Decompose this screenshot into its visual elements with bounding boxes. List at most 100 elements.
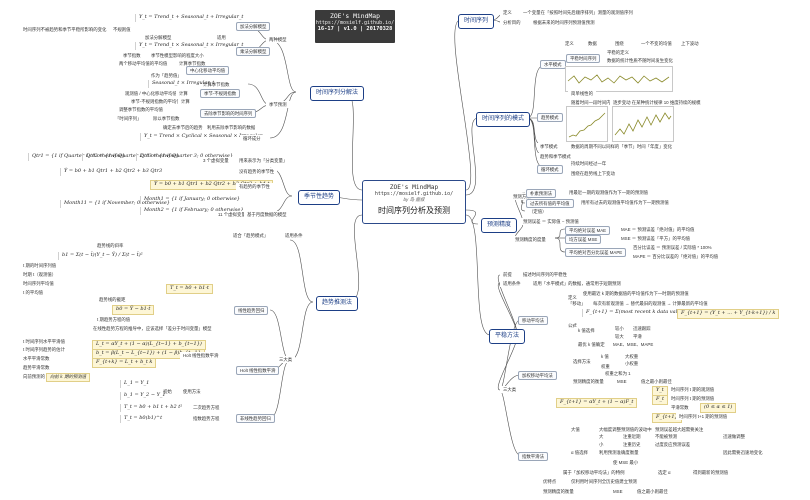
tr-cond: 三大类 (276, 356, 296, 364)
tr-holt-l: t 时间序列水平平滑值 (20, 338, 68, 346)
pattern-horizontal[interactable]: 水平模式 (540, 60, 566, 70)
pattern-h-stationary[interactable]: 平稳时间序列 (566, 54, 601, 64)
tr-lin-var-y: 时期 t（观测值） (20, 271, 60, 279)
st-wma-best2: MSE (614, 378, 630, 386)
dc-season-use: 季节预测 (266, 101, 290, 109)
dc-mul-note3: 两个移动平均值的平均值 (116, 60, 171, 68)
pattern-cycle[interactable]: 循环模式 (537, 165, 563, 175)
tr-holt-a: 水平平滑常数 (20, 355, 53, 363)
acc-mean-label[interactable]: 过去所有值的平均值 (526, 199, 574, 209)
st-es-a-t1: 注重近期 (620, 433, 644, 441)
st-k-large-text: 平滑 (630, 333, 645, 341)
dc-mul[interactable]: 乘法分解模型 (236, 47, 271, 57)
dc-ma-season5: 计算 (176, 90, 191, 98)
tr-lin[interactable]: 线性趋势回归 (234, 306, 269, 316)
sn-month-note: 11 个虚拟变量 (215, 211, 249, 219)
st-wma-w: 权重 (598, 363, 613, 371)
dc-ma-trend: 确定去季节后的趋势 (160, 124, 206, 132)
tr-holt[interactable]: Holt 线性指数平滑 (236, 366, 280, 376)
pattern-cycle-text2: 围绕在趋势线上下变动 (568, 170, 618, 178)
st-es-alpha-range: (0 ≤ α ≤ 1) (700, 403, 737, 413)
branch-stationary[interactable]: 平稳方法 (489, 329, 526, 344)
st-es-a2: 小 (596, 441, 607, 449)
pattern-cycle-text: 持续时间经过一年 (568, 160, 610, 168)
st-cond-text: 适用「水平模式」的数据，通常用于短期预测 (530, 280, 624, 288)
acc-error-def: 预测误差 ＝ 实际值 − 预测值 (520, 218, 582, 226)
dc-add-note2: 不规则值 (110, 26, 134, 34)
tr-nl-c1: L_1 = Y_1 (120, 380, 152, 388)
st-es-apply-t: 选定 α (655, 469, 674, 477)
st-es-note3: 因此需要迅速地变化 (720, 449, 766, 457)
st-es-a: 大 (596, 433, 607, 441)
branch-trend[interactable]: 趋势推测法 (316, 296, 359, 311)
tr-lin-var-n: t 的平均值 (20, 289, 47, 297)
dc-mul-note: 季节指数 (120, 52, 144, 60)
sn-month1: Month1 = {1 if January; 0 otherwise} (140, 196, 243, 204)
acc-naive-label[interactable]: 朴素预测法 (526, 189, 556, 199)
st-es-mse: 使 MSE 最小 (610, 459, 642, 467)
tr-lin-var-ybar: 时间序列平均值 (20, 280, 57, 288)
st-wma[interactable]: 加权移动平均法 (518, 371, 557, 381)
pattern-season[interactable]: 季节模式 (537, 143, 561, 151)
st-es-a-t2: 注重历史 (620, 441, 644, 449)
dc-ma-adj2[interactable]: 去除季节影响的时间序列 (200, 109, 257, 119)
tr-intro-t: 适用条件 (282, 232, 306, 240)
st-wma-best3: 值之最小则最佳 (638, 378, 675, 386)
acc-mse-label[interactable]: 均方误差 MSE (565, 235, 602, 245)
st-es[interactable]: 指数平滑法 (518, 452, 548, 462)
tr-lin-var-t: t 期的时间序列值 (20, 262, 60, 270)
dc-ma-cycle-formula: Y_t = Trend × Cyclical × Seasonal × Irre… (140, 133, 265, 141)
sn-formula2: Ŷ = b0 + b1 Qtr1 + b2 Qtr2 + b3 Qtr3 + b… (150, 180, 274, 190)
tr-holt-beta: 趋势平滑常数 (20, 364, 53, 372)
st-es-best2: MSE (610, 488, 626, 496)
pattern-trend[interactable]: 趋势模式 (537, 113, 563, 123)
acc-mae-label[interactable]: 平均绝对误差 MAE (565, 226, 611, 236)
acc-naive-text: 用最近一期的观测值作为下一期的预测值 (566, 189, 652, 197)
sn-q-def3: Qtr3 = {1 if Quarter 3; 0 otherwise} (136, 153, 236, 161)
tr-nl[interactable]: 非线性趋势回归 (236, 414, 275, 424)
tr-lin-note2: t 期趋势方程的值 (94, 316, 134, 324)
st-es-best3: 值之最小则最佳 (634, 488, 671, 496)
banner-url[interactable]: https://mosielf.github.io/ (315, 20, 395, 26)
pattern-h-data: 数据 (585, 40, 600, 48)
branch-decomposition[interactable]: 时间序列分解法 (310, 86, 365, 101)
st-k-large: 较大 (612, 333, 627, 341)
dc-add-note3: 加法分解模型 (142, 34, 175, 42)
pattern-h-stat-def: 平稳的定义 (604, 49, 632, 57)
dc-ma-adj: 调整季节指数的平均值 (116, 106, 166, 114)
st-wma-best: 预测精度的衡量 (570, 378, 607, 386)
center-title: ZOE's MindMap (389, 184, 439, 191)
pattern-cycle-season[interactable]: 趋势和季节模式 (537, 153, 574, 161)
branch-time-series[interactable]: 时间序列 (458, 14, 495, 29)
dc-add[interactable]: 加法分解模型 (236, 22, 271, 32)
ts-goal-text: 根据未来的时间序列预测值预测 (530, 19, 598, 27)
dc-add-note4: 适用 (214, 34, 229, 42)
sn-q-note4: 有趋势的季节性 (236, 183, 273, 191)
st-ma-def-text: 使用最近 k 期的数据值的平均值作为下一时期的预测值 (580, 290, 692, 298)
sn-q-def2: Qtr2 = {1 if Quarter 2; 0 otherwise} (82, 153, 182, 161)
acc-mape-label[interactable]: 平均绝对百分比误差 MAPE (565, 248, 627, 258)
acc-method-label: 预测方法 (510, 193, 534, 201)
dc-mul-note2: 季节性模型影响的程度大小 (148, 52, 207, 60)
dc-ma-center[interactable]: 中心化移动平均值 (186, 66, 230, 76)
st-ma[interactable]: 移动平均法 (518, 316, 548, 326)
center-topic-label: 时间序列分析及预测 (378, 206, 450, 215)
central-topic[interactable]: ZOE's MindMap https://mosielf.github.io/… (362, 180, 466, 224)
sn-q-note2: 用来表示为「分类变量」 (236, 157, 291, 165)
branch-seasonal[interactable]: 季节性趋势 (298, 190, 341, 205)
pattern-trend-text: 随着时间一段时间内 (568, 99, 614, 107)
tr-lin-b1-label: 趋势线的斜率 (94, 242, 127, 250)
ts-def-text: 一个变量在「按照时间先后顺序排列」测量的观测值序列 (520, 9, 636, 17)
st-extra: 优特点 (540, 478, 560, 486)
st-es-apply: 属于「加权移动平均法」的特例 (560, 469, 628, 477)
tr-holt-f: 向前 k 期的预测值 (46, 373, 91, 383)
branch-pattern[interactable]: 时间序列的模式 (476, 112, 531, 127)
dc-ma-center2: 作为「趋势值」 (148, 72, 185, 80)
dc-add-note1: 时间序列不被趋势和季节平稳所影响的变化 (20, 26, 110, 34)
trend-pattern-chart-nonlinear (612, 106, 674, 142)
branch-accuracy[interactable]: 预测精度 (481, 218, 518, 233)
st-wma-select: 选择方法 (570, 358, 594, 366)
st-wma-w-sum: 权重之和为 1 (602, 370, 634, 378)
tr-nl-f1: T_t = b0 + b1 t + b2 t² (120, 404, 185, 412)
dc-ma-season6[interactable]: 季节-不规则指数 (200, 89, 241, 99)
